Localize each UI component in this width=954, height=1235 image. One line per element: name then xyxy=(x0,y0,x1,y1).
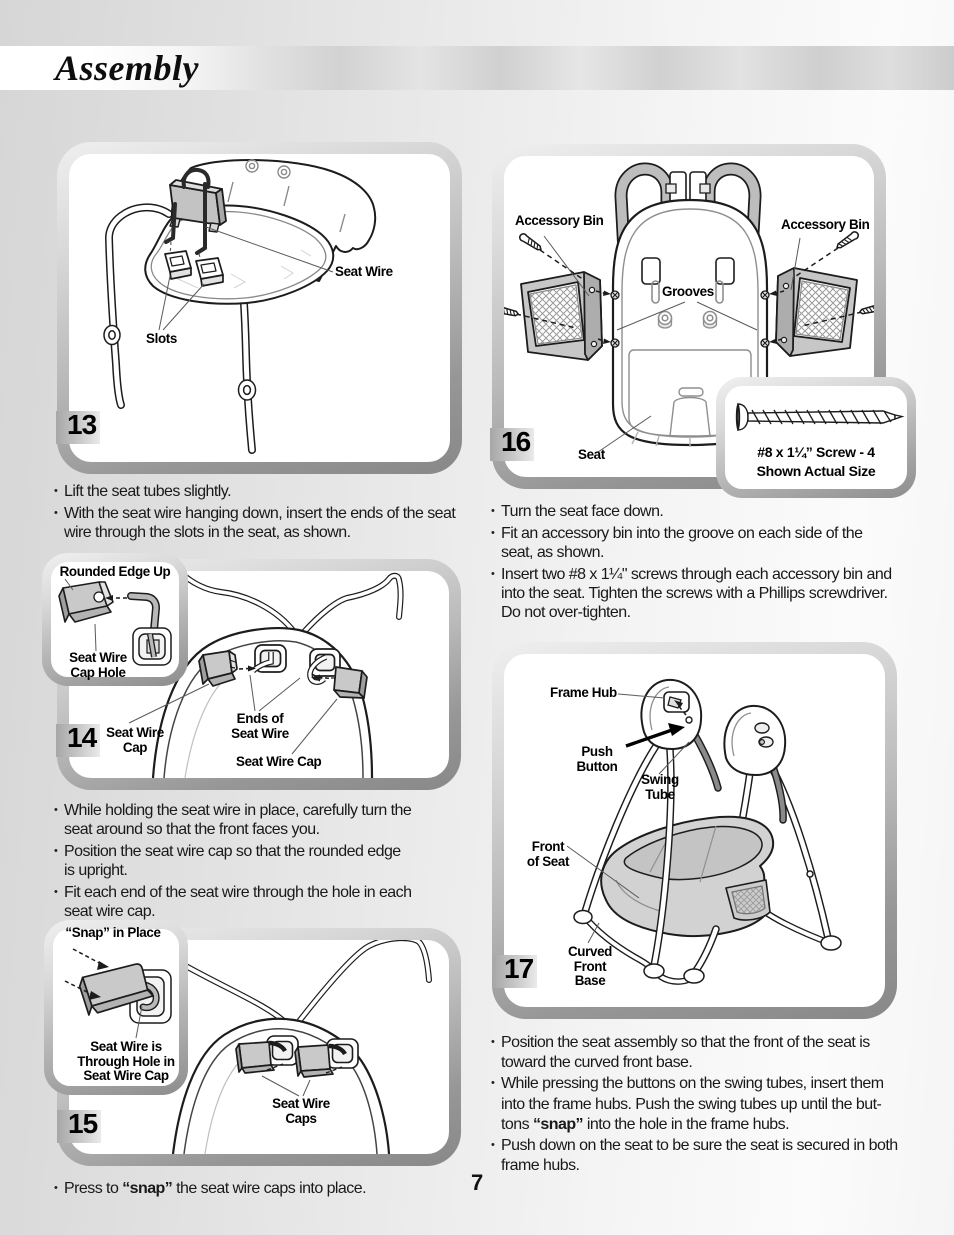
label-accessory-bin-left: Accessory Bin xyxy=(515,213,604,228)
instruction-item: • Position the seat wire cap so that the … xyxy=(54,842,484,880)
step-14-illustration xyxy=(128,571,404,778)
step-13-number: 13 xyxy=(56,411,100,444)
instruction-item: • Fit each end of the seat wire through t… xyxy=(54,883,484,921)
instruction-text: Insert two #8 x 1¼" screws through each … xyxy=(501,566,892,621)
label-seat-wire-cap-left: Seat Wire Cap xyxy=(106,725,164,755)
instruction-text: Turn the seat face down. xyxy=(501,503,664,520)
instruction-text: Fit an accessory bin into the groove on … xyxy=(501,525,863,561)
instruction-text: Fit each end of the seat wire through th… xyxy=(64,884,412,920)
bullet-dot: • xyxy=(54,804,58,816)
screw-illustration xyxy=(735,403,905,431)
step-15-illustration xyxy=(126,940,432,1154)
bullet-dot: • xyxy=(491,1036,495,1048)
instruction-text: Push down on the seat to be sure the sea… xyxy=(501,1137,898,1175)
step-15-inset xyxy=(44,920,188,1095)
bullet-dot: • xyxy=(491,568,495,580)
step-15-inset-title: “Snap” in Place xyxy=(65,925,161,940)
instruction-text: While holding the seat wire in place, ca… xyxy=(64,802,412,838)
bullet-dot: • xyxy=(54,845,58,857)
instruction-item: • Insert two #8 x 1¼" screws through each… xyxy=(491,565,931,622)
instruction-item: • Push down on the seat to be sure the se… xyxy=(491,1136,931,1176)
step-14-inset-illustration xyxy=(58,578,172,666)
label-swing-tube: Swing Tube xyxy=(641,772,679,802)
step-17-illustration xyxy=(566,678,842,985)
step-14-inset-caption: Seat Wire Cap Hole xyxy=(69,650,127,680)
instruction-item: • Press to “snap” the seat wire caps into… xyxy=(54,1179,484,1198)
step-16-panel xyxy=(492,144,886,489)
bullet-dot: • xyxy=(54,507,58,519)
bullet-dot: • xyxy=(491,505,495,517)
instruction-text: While pressing the buttons on the swing … xyxy=(501,1075,884,1133)
step-14-inset-title: Rounded Edge Up xyxy=(59,564,171,579)
step-16-illustration xyxy=(504,162,874,453)
step-14-number: 14 xyxy=(56,724,100,757)
bullet-dot: • xyxy=(491,1077,495,1090)
screw-size-line2: Shown Actual Size xyxy=(756,463,876,479)
step-15-inset-caption: Seat Wire is Through Hole in Seat Wire C… xyxy=(77,1039,175,1084)
bullet-dot: • xyxy=(54,886,58,898)
label-slots: Slots xyxy=(146,331,177,346)
instruction-text: Position the seat wire cap so that the r… xyxy=(64,843,401,879)
label-seat-wire-caps: Seat Wire Caps xyxy=(272,1096,330,1126)
screw-size-inset xyxy=(716,377,916,498)
instruction-text: Lift the seat tubes slightly. xyxy=(64,483,232,500)
step-15-number: 15 xyxy=(57,1110,101,1143)
step-14-instructions: • While holding the seat wire in place, c… xyxy=(54,801,484,924)
screw-size-text: #8 x 1¼” Screw - 4 Shown Actual Size xyxy=(726,443,906,481)
instruction-item: • While holding the seat wire in place, c… xyxy=(54,801,484,839)
label-curved-front-base: Curved Front Base xyxy=(567,944,613,989)
bullet-dot: • xyxy=(54,485,58,497)
label-accessory-bin-right: Accessory Bin xyxy=(781,217,870,232)
bullet-dot: • xyxy=(491,527,495,539)
bullet-dot: • xyxy=(491,1139,495,1152)
instruction-item: • Turn the seat face down. xyxy=(491,502,931,521)
label-seat: Seat xyxy=(578,447,605,462)
instruction-item: • Fit an accessory bin into the groove on… xyxy=(491,524,931,562)
header-band xyxy=(0,46,954,90)
instruction-text: Press to “snap” the seat wire caps into … xyxy=(64,1180,367,1197)
label-push-button: Push Button xyxy=(576,744,618,774)
step-13-illustration xyxy=(103,159,377,454)
step-15-instructions: • Press to “snap” the seat wire caps into… xyxy=(54,1179,484,1201)
instruction-text: Position the seat assembly so that the f… xyxy=(501,1034,870,1072)
instruction-item: • While pressing the buttons on the swing… xyxy=(491,1074,931,1135)
label-seat-wire-cap-right: Seat Wire Cap xyxy=(236,754,322,769)
step-17-number: 17 xyxy=(493,955,537,988)
bullet-dot: • xyxy=(54,1182,58,1194)
instruction-item: • With the seat wire hanging down, insert… xyxy=(54,504,484,542)
step-15-inset-illustration xyxy=(64,948,172,1039)
instruction-item: • Lift the seat tubes slightly. xyxy=(54,482,484,501)
step-14-inset xyxy=(42,553,188,686)
step-17-panel xyxy=(492,642,897,1019)
label-frame-hub: Frame Hub xyxy=(550,685,617,700)
label-grooves: Grooves xyxy=(662,284,714,299)
label-seat-wire: Seat Wire xyxy=(335,264,393,279)
label-ends-of-seat-wire: Ends of Seat Wire xyxy=(231,711,289,741)
step-13-instructions: • Lift the seat tubes slightly. • With the … xyxy=(54,482,484,545)
screw-size-line1: #8 x 1¼” Screw - 4 xyxy=(757,444,875,460)
instruction-text: With the seat wire hanging down, insert … xyxy=(64,505,456,541)
instruction-item: • Position the seat assembly so that the … xyxy=(491,1033,931,1073)
page-title: Assembly xyxy=(55,48,199,88)
step-16-number: 16 xyxy=(490,428,534,461)
page-number: 7 xyxy=(471,1170,484,1195)
step-16-instructions: • Turn the seat face down. • Fit an accesso… xyxy=(491,502,931,625)
step-13-panel xyxy=(57,142,462,474)
step-17-instructions: • Position the seat assembly so that the … xyxy=(491,1033,931,1177)
label-front-of-seat: Front of Seat xyxy=(526,839,570,869)
step-15-panel xyxy=(57,928,461,1166)
